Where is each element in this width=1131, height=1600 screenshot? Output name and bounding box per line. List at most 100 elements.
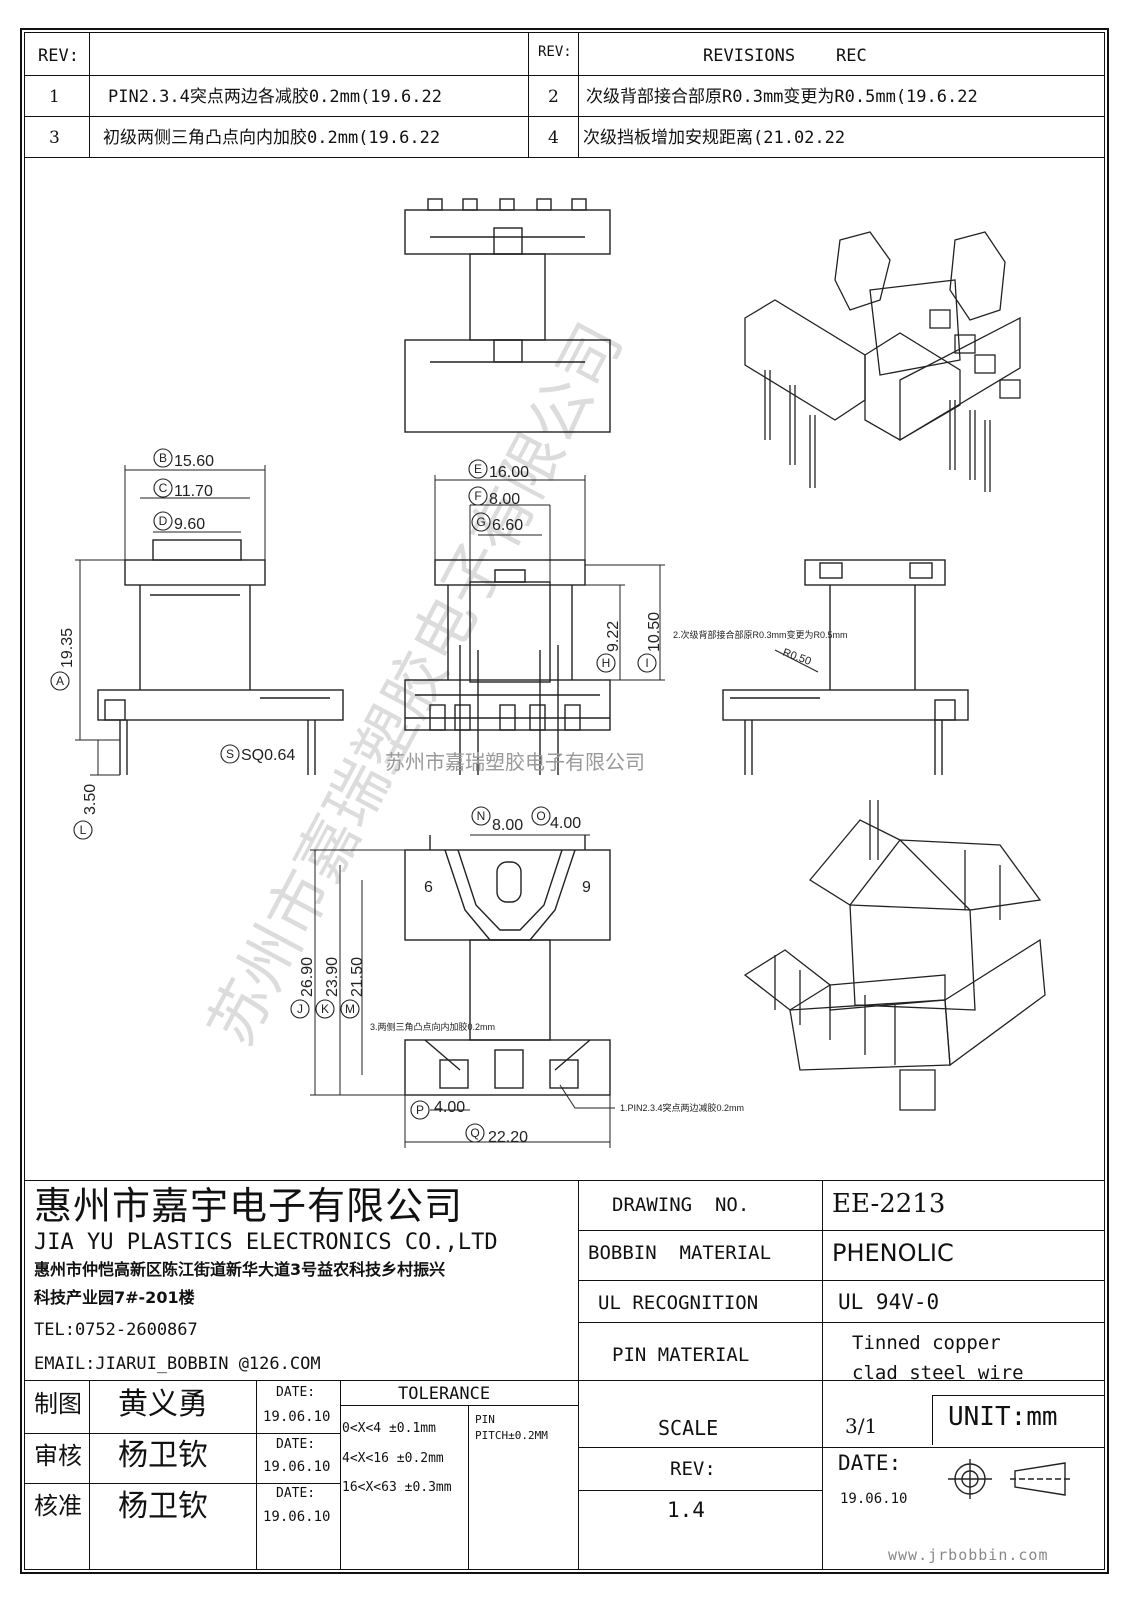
company-tel: TEL:0752-2600867	[34, 1320, 198, 1340]
company-address-2: 科技产业园7#-201楼	[34, 1288, 195, 1307]
role-check-label: 审核	[34, 1442, 82, 1470]
role-check-date-label: DATE:	[276, 1437, 316, 1452]
dims-center	[434, 475, 665, 681]
pin-pitch-line-2: PITCH±0.2MM	[475, 1429, 548, 1442]
marker-S	[220, 744, 240, 764]
marker-J	[290, 999, 310, 1019]
marker-A	[50, 671, 70, 691]
dim-A: 19.35	[59, 628, 76, 668]
role-drawn-date-label: DATE:	[276, 1385, 316, 1400]
dim-O: 4.00	[550, 815, 581, 832]
dim-P: 4.00	[434, 1099, 465, 1116]
role-approve-name: 杨卫钦	[118, 1489, 208, 1524]
side-view-left	[97, 539, 344, 775]
marker-E	[468, 459, 488, 479]
role-approve-date: 19.06.10	[263, 1509, 331, 1525]
dim-E: 16.00	[489, 464, 529, 481]
marker-O-letter: O	[536, 809, 545, 823]
dim-J: 26.90	[299, 957, 316, 997]
marker-I	[637, 653, 657, 673]
dim-H: 9.22	[605, 621, 622, 652]
dim-Q: 22.20	[488, 1129, 528, 1146]
marker-G	[471, 512, 491, 532]
marker-B	[153, 448, 173, 468]
marker-F	[468, 486, 488, 506]
marker-H	[596, 653, 616, 673]
rev-row-4-text: 次级挡板增加安规距离(21.02.22	[583, 128, 846, 148]
role-drawn-name: 黄义勇	[118, 1387, 208, 1422]
company-name-en: JIA YU PLASTICS ELECTRONICS CO.,LTD	[34, 1230, 498, 1255]
marker-A-letter: A	[56, 674, 64, 688]
outer-frame	[20, 28, 1109, 1574]
dim-C: 11.70	[174, 483, 213, 500]
watermark: 苏州市嘉瑞塑胶电子有限公司	[196, 313, 635, 1057]
ul-recognition-value: UL 94V-0	[838, 1290, 940, 1314]
iso-view-top	[744, 231, 1021, 492]
rev-value: 1.4	[667, 1498, 705, 1522]
drawing-no-label: DRAWING NO.	[612, 1194, 750, 1216]
pin-material-line-1: Tinned copper	[852, 1332, 1001, 1354]
bobbin-material: PHENOLIC	[832, 1239, 954, 1267]
role-approve-label: 核准	[34, 1492, 82, 1520]
dim-I: 10.50	[646, 612, 663, 652]
pin-label-9: 9	[582, 879, 591, 896]
dim-N: 8.00	[492, 817, 523, 834]
bottom-view	[404, 835, 611, 1096]
company-email: EMAIL:JIARUI_BOBBIN @126.COM	[34, 1354, 321, 1374]
marker-M-letter: M	[345, 1002, 355, 1016]
drawing-no: EE-2213	[832, 1189, 946, 1219]
watermark-horizontal: 苏州市嘉瑞塑胶电子有限公司	[385, 751, 645, 774]
bobbin-material-label: BOBBIN MATERIAL	[588, 1242, 772, 1264]
note-radius: R0.50	[781, 647, 813, 668]
role-check-name: 杨卫钦	[118, 1438, 208, 1473]
rev-row-3-num: 3	[49, 128, 60, 148]
rev-row-3-text: 初级两侧三角凸点向内加胶0.2mm(19.6.22	[103, 128, 441, 148]
marker-L	[73, 820, 93, 840]
dim-L: 3.50	[82, 784, 99, 815]
marker-P-letter: P	[416, 1103, 424, 1117]
marker-P	[410, 1100, 430, 1120]
dim-S: SQ0.64	[241, 747, 295, 764]
rev-row-4-num: 4	[548, 128, 559, 148]
marker-H-letter: H	[602, 656, 611, 670]
note-1: 1.PIN2.3.4突点两边减胶0.2mm	[620, 1102, 744, 1113]
dim-D: 9.60	[174, 516, 205, 533]
marker-Q-letter: Q	[470, 1126, 479, 1140]
marker-C	[153, 478, 173, 498]
dim-K: 23.90	[324, 957, 341, 997]
dim-G: 6.60	[492, 517, 523, 534]
company-name-cn: 惠州市嘉宇电子有限公司	[34, 1184, 464, 1228]
dim-F: 8.00	[489, 491, 520, 508]
rev-header-2: REV:	[538, 44, 572, 60]
marker-K-letter: K	[321, 1002, 329, 1016]
role-drawn-date: 19.06.10	[263, 1409, 331, 1425]
note-3: 3.两侧三角凸点向内加胶0.2mm	[370, 1021, 495, 1032]
role-drawn-label: 制图	[34, 1390, 82, 1418]
dims-left	[75, 465, 266, 776]
marker-E-letter: E	[474, 462, 482, 476]
marker-B-letter: B	[159, 451, 167, 465]
watermark-diagonal: 苏州市嘉瑞塑胶电子有限公司	[196, 313, 635, 1057]
rev-row-2-num: 2	[548, 87, 559, 107]
inner-frame	[24, 32, 1105, 1570]
rev-row-1-text: PIN2.3.4突点两边各减胶0.2mm(19.6.22	[108, 87, 442, 107]
tolerance-row-1: 0<X<4 ±0.1mm	[342, 1421, 436, 1436]
revisions-title: REVISIONS REC	[703, 46, 867, 66]
side-view-right	[722, 559, 969, 775]
marker-F-letter: F	[474, 489, 481, 503]
marker-Q	[465, 1123, 485, 1143]
pin-material-label: PIN MATERIAL	[612, 1344, 750, 1366]
iso-view-bottom	[743, 800, 1046, 1111]
dim-B: 15.60	[174, 453, 214, 470]
marker-J-letter: J	[297, 1002, 303, 1016]
dim-markers	[50, 448, 657, 1143]
front-view-center	[404, 559, 611, 775]
company-address-1: 惠州市仲恺高新区陈江街道新华大道3号益农科技乡村振兴	[34, 1260, 446, 1279]
marker-D-letter: D	[159, 514, 168, 528]
marker-N-letter: N	[477, 809, 486, 823]
rev-label: REV:	[670, 1458, 716, 1480]
date-label: DATE:	[838, 1451, 902, 1475]
unit-label: UNIT:mm	[948, 1402, 1058, 1432]
note-2: 2.次级背部接合部原R0.3mm变更为R0.5mm	[673, 629, 848, 640]
top-view	[404, 198, 611, 433]
